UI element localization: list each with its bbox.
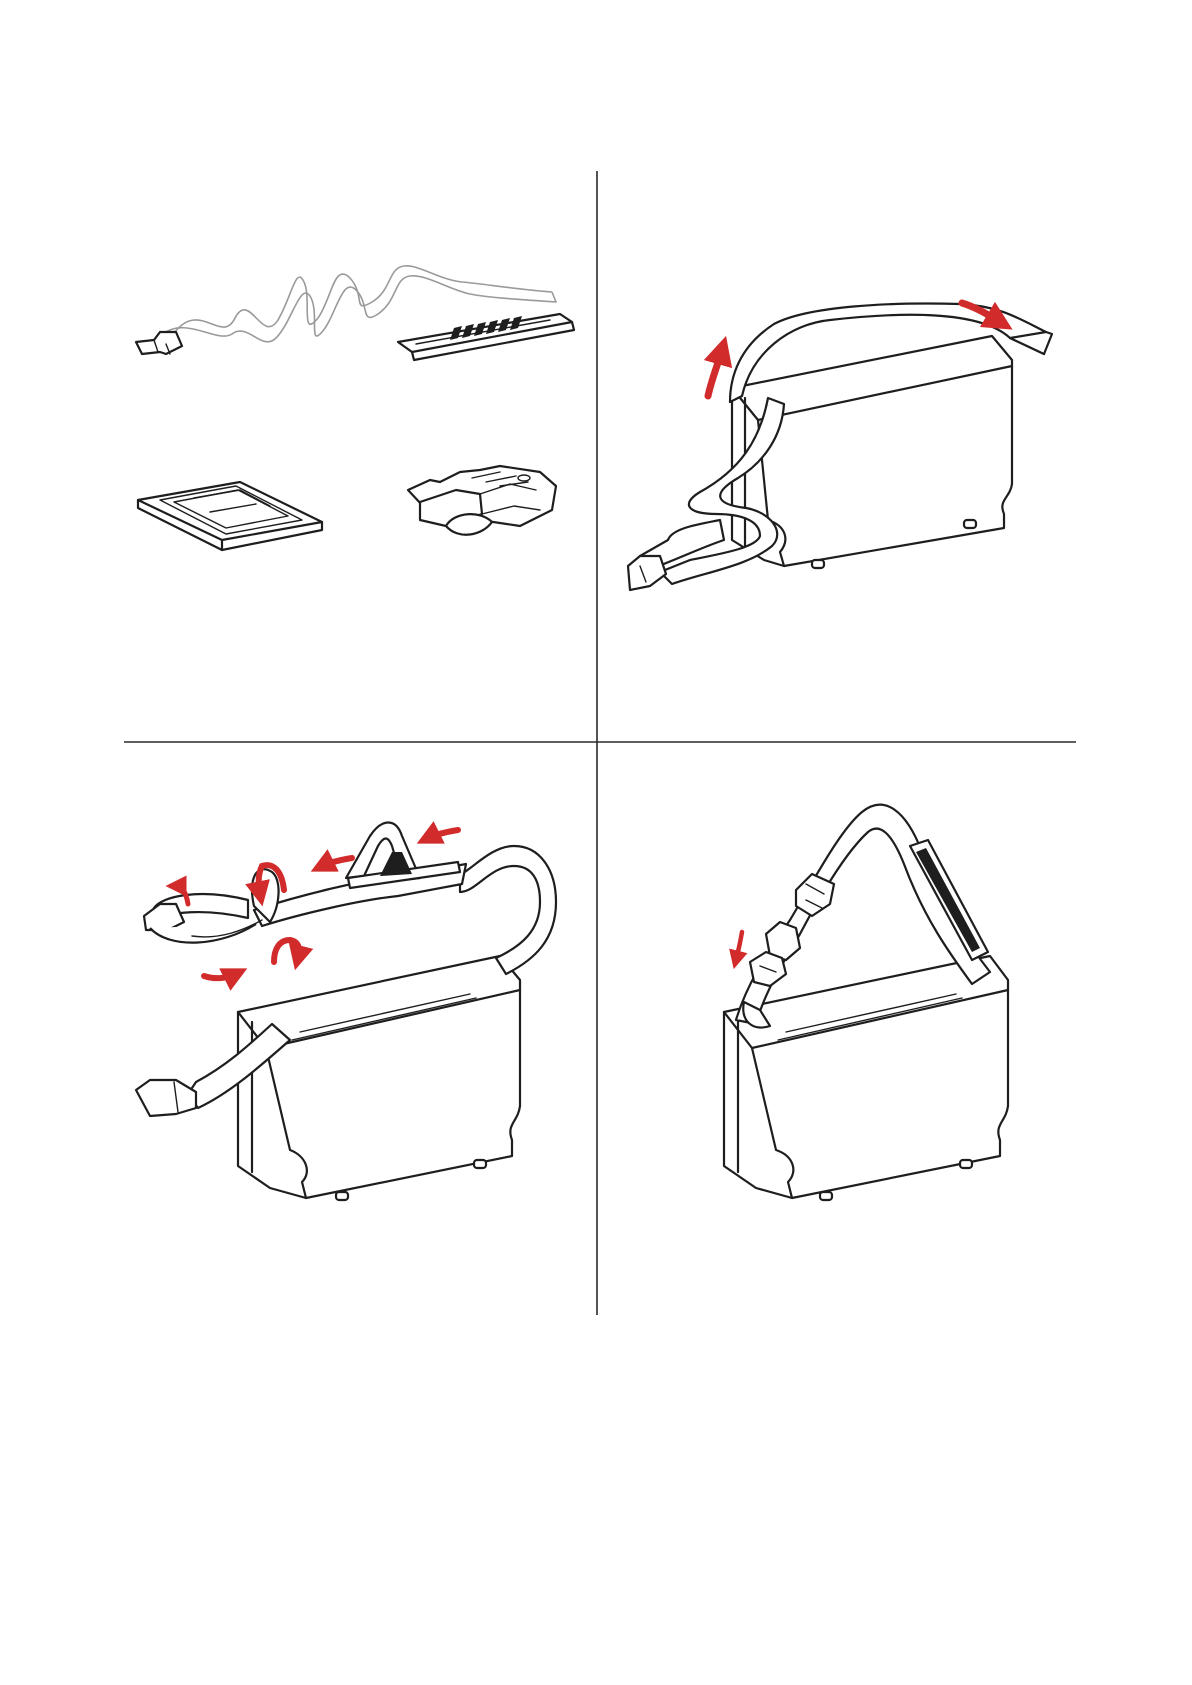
- panel-3-assembly: [136, 823, 556, 1201]
- side-release-buckle-icon: [408, 466, 556, 535]
- panel-1-parts: [136, 266, 574, 550]
- arrow-icon: [736, 932, 742, 960]
- case-icon: [238, 956, 520, 1200]
- slider-buckle-icon: [138, 482, 322, 550]
- panel-4-finished: [724, 805, 1008, 1200]
- shoulder-pad-icon: [398, 314, 574, 360]
- strap-icon: [136, 266, 556, 354]
- panel-2-threading: [628, 303, 1052, 590]
